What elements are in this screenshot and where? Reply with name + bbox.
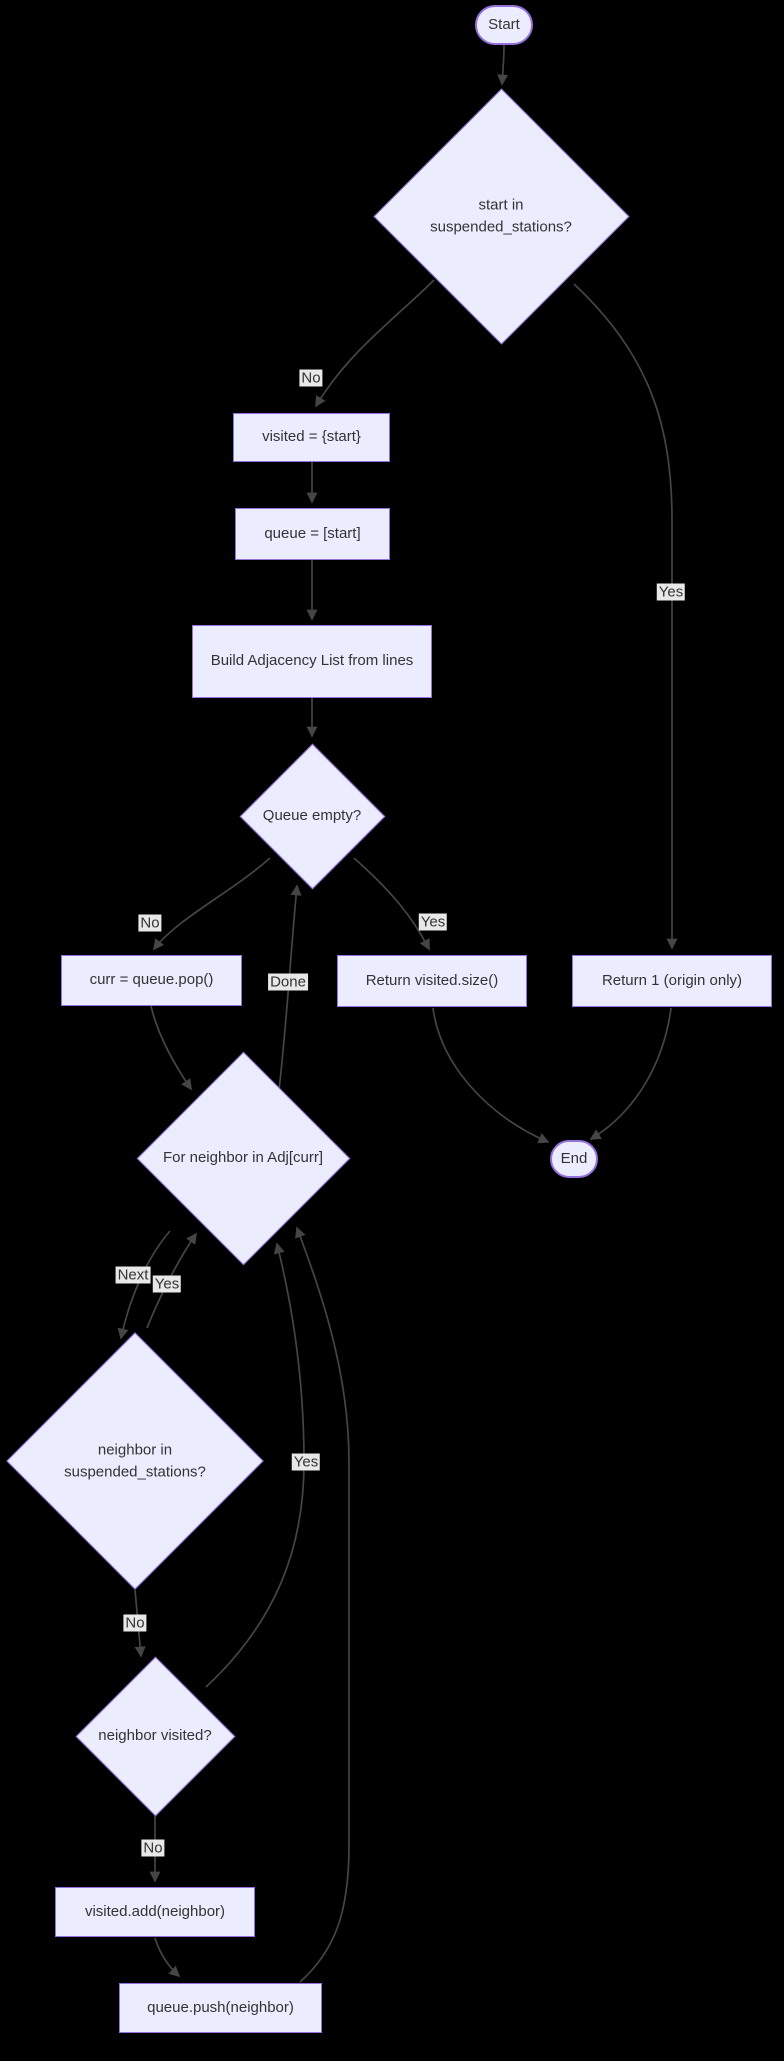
edge-return-size-to-end: [432, 1007, 550, 1144]
edge-label-for-neighbor-done: Done: [268, 973, 308, 991]
edge-add-to-push: [154, 1937, 181, 1978]
edge-label-neighbor-suspended-no: No: [123, 1614, 147, 1632]
edge-return-one-to-end: [589, 1007, 672, 1140]
edge-label-queue-empty-no: No: [138, 914, 162, 932]
node-add-visited: visited.add(neighbor): [55, 1887, 255, 1937]
edge-start-to-check: [497, 44, 509, 86]
edge-label-neighbor-visited-yes: Yes: [291, 1453, 321, 1471]
edge-label-start-suspended-yes: Yes: [656, 583, 686, 601]
edge-queue-empty-no-to-pop: [152, 857, 271, 951]
node-start: Start: [475, 5, 533, 45]
edge-label-queue-empty-yes: Yes: [418, 913, 448, 931]
node-pop-queue: curr = queue.pop(): [61, 955, 242, 1006]
node-push-queue: queue.push(neighbor): [119, 1983, 322, 2033]
edge-queue-empty-yes-to-return-size: [353, 857, 430, 951]
edge-label-neighbor-suspended-yes: Yes: [152, 1275, 182, 1293]
node-init-queue: queue = [start]: [235, 508, 390, 560]
node-return-one: Return 1 (origin only): [572, 955, 772, 1007]
edge-label-neighbor-visited-no: No: [141, 1839, 165, 1857]
edge-check-yes-to-return-one: [573, 283, 678, 950]
node-init-visited: visited = {start}: [233, 413, 390, 462]
edge-label-start-suspended-no: No: [299, 369, 323, 387]
edge-push-to-for-neighbor: [295, 1226, 350, 1983]
edge-check-no-to-init-visited: [315, 279, 435, 408]
edge-pop-to-for-neighbor: [150, 1005, 192, 1091]
edge-label-for-neighbor-next: Next: [115, 1266, 151, 1284]
node-build-adjacency: Build Adjacency List from lines: [192, 625, 432, 698]
node-end: End: [550, 1140, 598, 1178]
node-return-visited-size: Return visited.size(): [337, 955, 527, 1007]
